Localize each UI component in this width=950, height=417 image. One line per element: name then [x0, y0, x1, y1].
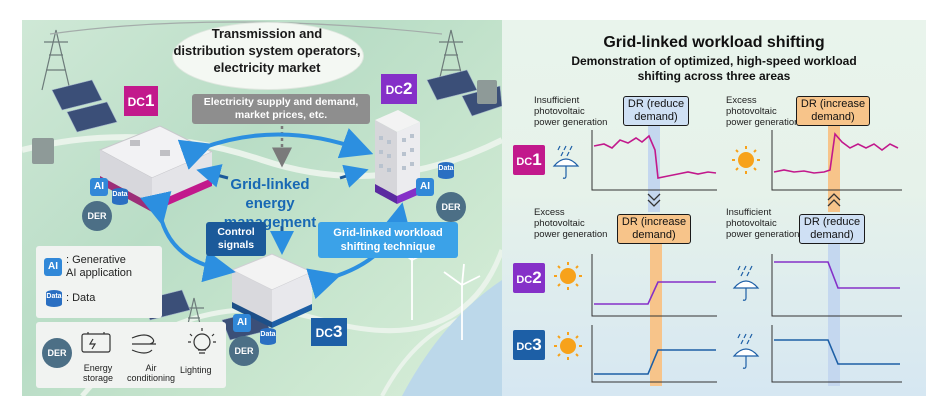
dc2-building: [375, 110, 420, 204]
right-subtitle: Demonstration of optimized, high-speed w…: [571, 54, 857, 83]
dc1-label: DC1: [124, 86, 158, 116]
right-panel: [502, 20, 926, 396]
solar-panel-icon: [51, 69, 502, 341]
dc1-dc3-arrow: [140, 191, 236, 283]
lightbulb-icon: [188, 328, 216, 354]
air-icon: [131, 334, 156, 354]
data-icon: Data: [44, 288, 64, 308]
ai-icon: AI: [233, 314, 251, 332]
dc3-building: [230, 253, 314, 328]
rain-umbrella-icon: [732, 333, 760, 369]
market-cloud: [172, 22, 364, 90]
data-icon: Data: [258, 326, 278, 346]
series-dc1-line: [593, 134, 717, 179]
series-dc2-line: [774, 261, 900, 289]
series-dc2-line: [594, 281, 716, 305]
transformer-icon: [32, 80, 497, 164]
der-badge: DER: [42, 338, 72, 368]
chart-axes: [591, 130, 902, 383]
der-badge: DER: [229, 336, 259, 366]
ai-icon: AI: [44, 258, 62, 276]
sun-icon: [732, 146, 760, 174]
diagram-arrows: [98, 110, 420, 328]
data-icon: Data: [436, 160, 456, 180]
dc3-label: DC3: [311, 318, 347, 346]
sun-icon: [554, 262, 582, 290]
rain-umbrella-icon: [732, 265, 760, 301]
ai-icon: AI: [90, 178, 108, 196]
dc1-dc2-arrow: [177, 128, 374, 170]
legend-lighting: Lighting: [180, 365, 212, 375]
der-badge: DER: [436, 192, 466, 222]
dc2-label: DC2: [381, 74, 417, 104]
workload-shifting-technique-box: Grid-linked workload shifting technique: [318, 222, 458, 258]
row-label-dc2: DC2: [513, 263, 545, 293]
sun-icon: [554, 332, 582, 360]
series-dc3-line: [774, 339, 900, 365]
series-dc3-line: [594, 349, 716, 375]
der-badge: DER: [82, 201, 112, 231]
market-label: Transmission and distribution system ope…: [173, 26, 361, 75]
gem-to-dc2-arrow: [339, 164, 369, 188]
legend-ai-label: : Generative AI application: [66, 254, 133, 279]
ai-icon: AI: [416, 178, 434, 196]
series-dc1-line: [773, 132, 899, 174]
control-signals-box: Control signals: [206, 222, 266, 256]
shift-down-arrow: [647, 193, 661, 207]
right-title: Grid-linked workload shifting: [603, 34, 825, 51]
rain-umbrella-icon: [552, 145, 580, 179]
data-icon: Data: [110, 186, 130, 206]
row-label-dc1: DC1: [513, 145, 545, 175]
battery-icon: [81, 332, 111, 353]
gem-to-dc1-arrow: [196, 164, 229, 188]
row-label-dc3: DC3: [513, 330, 545, 360]
supply-demand-box: Electricity supply and demand, market pr…: [192, 94, 370, 124]
der-item-icons: [81, 328, 216, 354]
workload-charts: [552, 126, 902, 386]
legend-data-label: : Data: [66, 292, 96, 304]
dr-band-reduce: [828, 244, 840, 386]
shift-up-arrow: [827, 193, 841, 207]
